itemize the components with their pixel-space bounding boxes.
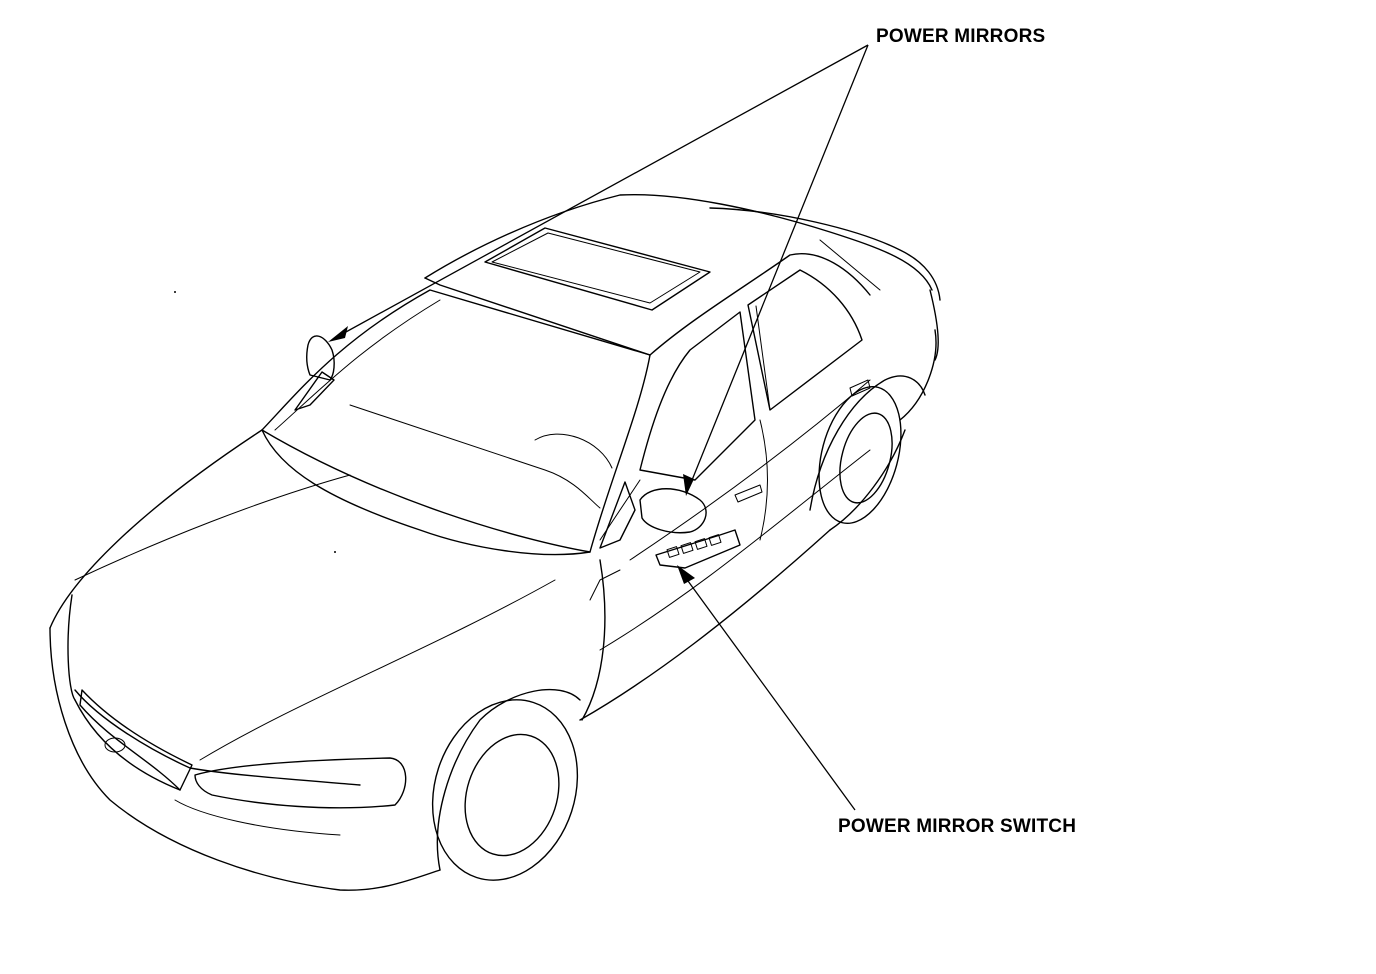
left-power-mirror [294,335,335,411]
power-mirrors-label: POWER MIRRORS [876,26,1046,47]
arrowhead-right-mirror [683,474,694,496]
leader-line-switch [679,569,856,811]
car-body [49,193,941,891]
leader-lines [328,44,869,811]
power-mirror-switch [655,529,741,569]
speck [334,551,336,553]
leader-line-left-mirror [334,44,869,339]
arrowhead-switch [677,565,695,584]
arrowhead-left-mirror [328,326,348,342]
speck [174,291,176,293]
power-mirror-switch-label: POWER MIRROR SWITCH [838,816,1077,837]
leader-line-right-mirror [687,44,869,491]
right-power-mirror [599,481,707,549]
